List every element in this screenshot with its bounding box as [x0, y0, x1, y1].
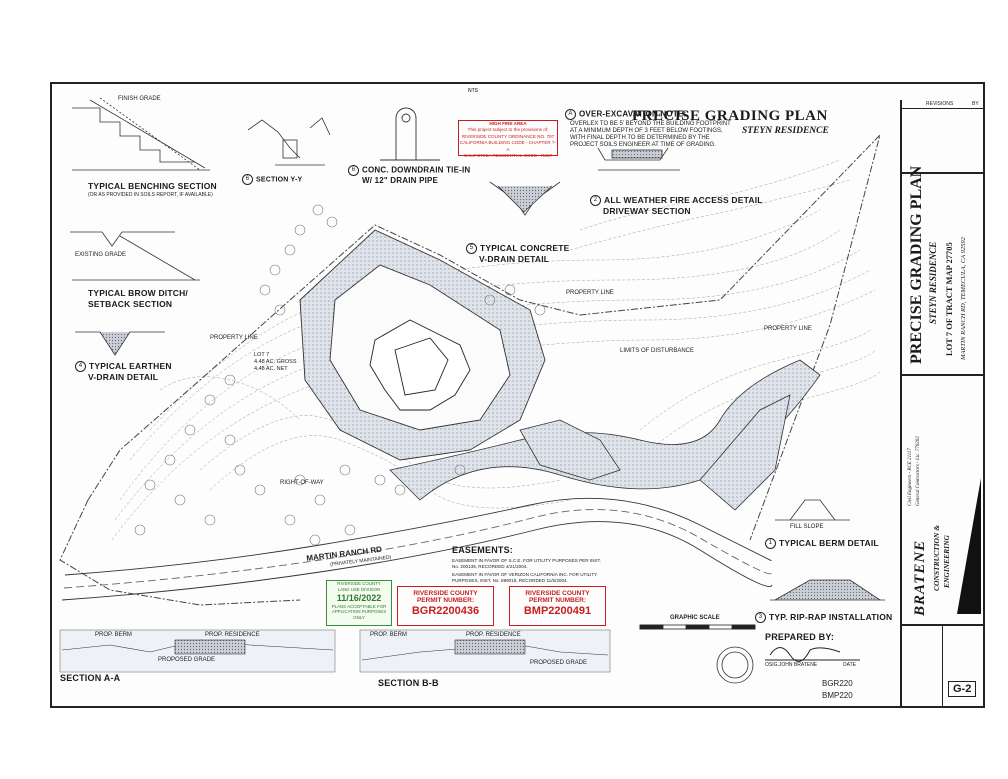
riprap-graphic	[770, 579, 885, 601]
property-boundary	[59, 133, 881, 606]
tree-symbols	[134, 204, 546, 546]
downdrain-label-2: W/ 12" DRAIN PIPE	[362, 176, 439, 185]
property-line-label: PROPERTY LINE	[566, 290, 614, 296]
easement-1: EASEMENT IN FAVOR OF S.C.E. FOR UTILITY …	[452, 558, 602, 563]
preparer-name: OSIG.JOHN BRATENE	[765, 662, 818, 668]
title-block	[900, 100, 987, 708]
benching-detail-graphic	[72, 97, 210, 171]
vertical-title: PRECISE GRADING PLAN	[908, 165, 925, 364]
section-a-grade: PROPOSED GRADE	[158, 657, 216, 663]
section-b-graphic	[359, 629, 611, 673]
revisions-area	[900, 108, 985, 171]
signature	[765, 647, 860, 662]
check-block	[900, 626, 943, 706]
over-excavation-text-4: PROJECT SOILS ENGINEER AT TIME OF GRADIN…	[570, 142, 716, 148]
section-a-graphic	[59, 629, 336, 673]
section-b-residence: PROP. RESIDENCE	[466, 632, 521, 638]
section-b-grade: PROPOSED GRADE	[530, 660, 588, 666]
section-a-label: SECTION A-A	[60, 673, 121, 683]
vertical-address: MARTIN RANCH RD, TEMECULA, CA 92592	[960, 237, 967, 360]
easements-title: EASEMENTS:	[452, 545, 514, 555]
over-excavation-text-3: WITH FINAL DEPTH TO BE DETERMINED BY THE	[570, 135, 710, 141]
section-a-residence: PROP. RESIDENCE	[205, 632, 260, 638]
finish-grade-label: FINISH GRADE	[118, 96, 161, 102]
plan-subtitle: STEYN RESIDENCE	[742, 126, 829, 136]
fire-access-graphic	[597, 147, 680, 171]
martin-ranch-road	[61, 497, 773, 601]
project-title-cell: PRECISE GRADING PLAN STEYN RESIDENCE LOT…	[900, 166, 985, 374]
over-excavation-text-1: OVERLEX TO BE 5' BEYOND THE BUILDING FOO…	[570, 121, 731, 127]
graphic-scale-label: GRAPHIC SCALE	[670, 615, 720, 621]
benching-note: (OR AS PROVIDED IN SOILS REPORT, IF AVAI…	[88, 192, 213, 198]
nts-label: NTS	[468, 88, 479, 94]
fire-access-label-2: DRIVEWAY SECTION	[603, 206, 691, 216]
benching-section-label: TYPICAL BENCHING SECTION	[88, 181, 217, 191]
permit-stamp-bmp: RIVERSIDE COUNTY PERMIT NUMBER: BMP22004…	[509, 586, 606, 626]
sheet-number: G-2	[948, 681, 977, 697]
company-logo-wedge	[957, 478, 981, 614]
earthen-vdrain-label-2: V-DRAIN DETAIL	[88, 372, 159, 382]
residence-footprint	[369, 319, 471, 411]
company-name: BRATENE	[912, 539, 928, 616]
vertical-lot: LOT 7 OF TRACT MAP 27705	[944, 242, 954, 356]
prepared-by-label: PREPARED BY:	[765, 632, 835, 642]
graphic-scale	[639, 624, 756, 630]
slope-hatch-right	[519, 394, 791, 511]
section-b-berm: PROP. BERM	[370, 632, 407, 638]
limits-disturbance-label: LIMITS OF DISTURBANCE	[620, 348, 695, 354]
fill-slope-label: FILL SLOPE	[790, 524, 824, 530]
bgr-footer: BGR220	[822, 679, 853, 688]
permit-stamp-bgr: RIVERSIDE COUNTY PERMIT NUMBER: BGR22004…	[397, 586, 494, 626]
civil-info-1: Civil Engineers - RCE 21117	[908, 448, 913, 506]
property-line-label-3: PROPERTY LINE	[210, 335, 258, 341]
signature-block-cell: G-2	[900, 624, 985, 706]
engineer-seal	[716, 646, 754, 684]
brow-ditch-label-2: SETBACK SECTION	[88, 299, 173, 309]
company-cell: Civil Engineers - RCE 21117 General Cont…	[900, 374, 985, 624]
existing-grade-label: EXISTING GRADE	[75, 252, 127, 258]
revisions-header: REVISIONS BY	[926, 101, 979, 107]
downdrain-graphic	[380, 107, 440, 161]
berm-graphic	[775, 499, 850, 521]
concrete-vdrain-label-2: V-DRAIN DETAIL	[479, 254, 550, 264]
lot-label-1: LOT 7	[254, 352, 270, 358]
company-name-2: CONSTRUCTION &	[932, 524, 941, 591]
lot-label-2: 4.48 AC. GROSS	[254, 359, 297, 365]
company-name-3: ENGINEERING	[942, 535, 951, 588]
brow-ditch-graphic	[70, 231, 200, 281]
section-yy-graphic	[247, 117, 331, 166]
right-of-way-label: RIGHT-OF-WAY	[280, 480, 324, 486]
over-excavation-text-2: AT A MINIMUM DEPTH OF 3 FEET BELOW FOOTI…	[570, 128, 723, 134]
detail-number: A	[565, 109, 576, 120]
easement-2b: PURPOSES, INST. No. 899018, RECORDED 11/…	[452, 578, 568, 583]
plan-title: PRECISE GRADING PLAN	[632, 108, 828, 124]
section-a-berm: PROP. BERM	[95, 632, 132, 638]
easement-1b: No. 200135, RECORDED 4/21/2004.	[452, 564, 528, 569]
earthen-vdrain-graphic	[75, 331, 165, 356]
civil-info-2: General Contractors - Lic. 778282	[916, 436, 921, 506]
bmp-footer: BMP220	[822, 691, 853, 700]
date-label: DATE	[843, 662, 856, 668]
land-use-stamp: RIVERSIDE COUNTY LAND USE DIVISION 11/16…	[326, 580, 392, 626]
concrete-vdrain-graphic	[489, 181, 561, 216]
brow-ditch-label-1: TYPICAL BROW DITCH/	[88, 288, 188, 298]
property-line-label-2: PROPERTY LINE	[764, 326, 812, 332]
easement-2: EASEMENT IN FAVOR OF VERIZON CALIFORNIA …	[452, 572, 598, 577]
lot-label-3: 4.48 AC. NET	[254, 366, 288, 372]
vertical-subtitle: STEYN RESIDENCE	[928, 241, 938, 324]
high-fire-box: HIGH FIRE AREA This project subject to t…	[458, 120, 558, 159]
section-b-label: SECTION B-B	[378, 678, 439, 688]
